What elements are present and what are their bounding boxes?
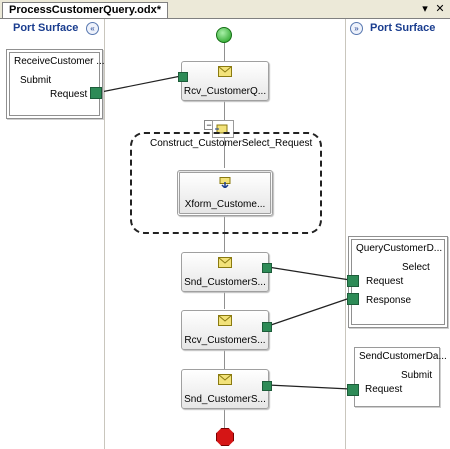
- port-operation: Submit: [401, 370, 433, 381]
- left-port-surface-title: Port Surface: [13, 22, 79, 34]
- port-message-request: Request: [50, 89, 88, 100]
- port-handle-request[interactable]: [347, 275, 359, 287]
- receive-envelope-icon: [218, 66, 232, 77]
- document-tab-bar: ProcessCustomerQuery.odx* ▾ ✕: [0, 0, 450, 19]
- end-shape-icon[interactable]: [216, 428, 234, 446]
- collapse-left-surface-icon[interactable]: «: [86, 22, 99, 35]
- port-operation: Submit: [20, 75, 52, 86]
- flow-line: [224, 348, 225, 369]
- shape-label: Snd_CustomerS...: [184, 277, 266, 288]
- port-handle-request[interactable]: [90, 87, 102, 99]
- right-port-surface-title: Port Surface: [370, 22, 436, 34]
- collapse-right-surface-icon[interactable]: »: [350, 22, 363, 35]
- receive-shape-rcv-customer-select[interactable]: Rcv_CustomerS...: [181, 310, 269, 350]
- port-name: ReceiveCustomer ...: [14, 56, 105, 67]
- start-shape-icon[interactable]: [216, 27, 232, 43]
- port-name: SendCustomerDa...: [359, 351, 447, 362]
- shape-label: Xform_Custome...: [184, 199, 266, 210]
- port-query-customer[interactable]: QueryCustomerD... Select Request Respons…: [348, 236, 448, 328]
- shape-label: Snd_CustomerS...: [184, 394, 266, 405]
- shape-port-connector[interactable]: [262, 263, 272, 273]
- send-envelope-icon: [218, 257, 232, 268]
- tab-dropdown-icon[interactable]: ▾: [422, 3, 428, 15]
- scope-title: Construct_CustomerSelect_Request: [150, 138, 313, 149]
- transform-icon: [219, 177, 231, 188]
- shape-port-connector[interactable]: [178, 72, 188, 82]
- port-message-response: Response: [366, 295, 412, 306]
- port-handle-response[interactable]: [347, 293, 359, 305]
- port-name: QueryCustomerD...: [356, 243, 443, 254]
- flow-line: [224, 290, 225, 309]
- flow-line: [224, 41, 225, 61]
- receive-shape-rcv-customer-query[interactable]: Rcv_CustomerQ...: [181, 61, 269, 101]
- port-receive-customer[interactable]: ReceiveCustomer ... Submit Request: [6, 49, 105, 119]
- flow-line: [224, 99, 225, 120]
- construct-message-scope[interactable]: [130, 132, 322, 234]
- shape-port-connector[interactable]: [262, 381, 272, 391]
- port-message-request: Request: [366, 276, 404, 287]
- send-shape-snd-customer-select[interactable]: Snd_CustomerS...: [181, 252, 269, 292]
- port-handle-request[interactable]: [347, 384, 359, 396]
- shape-label: Rcv_CustomerS...: [184, 335, 266, 346]
- transform-shape-xform-customer[interactable]: Xform_Custome...: [177, 170, 273, 216]
- shape-port-connector[interactable]: [262, 322, 272, 332]
- flow-line: [224, 407, 225, 428]
- port-message-request: Request: [365, 384, 403, 395]
- close-tab-icon[interactable]: ✕: [435, 3, 445, 15]
- send-shape-snd-customer-data[interactable]: Snd_CustomerS...: [181, 369, 269, 409]
- port-operation: Select: [402, 262, 430, 273]
- document-tab[interactable]: ProcessCustomerQuery.odx*: [2, 2, 169, 18]
- receive-envelope-icon: [218, 315, 232, 326]
- port-send-customer-data[interactable]: SendCustomerDa... Submit Request: [354, 347, 447, 407]
- send-envelope-icon: [218, 374, 232, 385]
- flow-line: [224, 136, 225, 168]
- shape-label: Rcv_CustomerQ...: [183, 86, 267, 97]
